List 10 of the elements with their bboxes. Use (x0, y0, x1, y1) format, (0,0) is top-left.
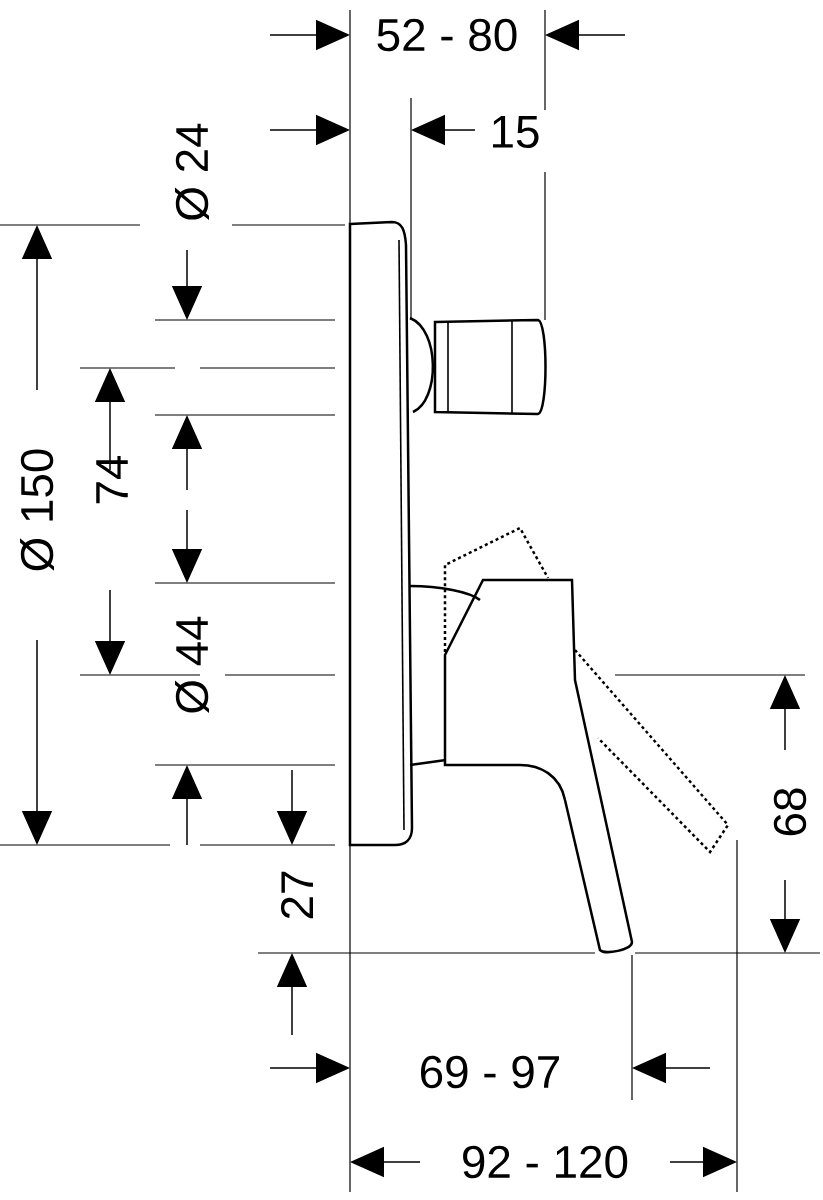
dimension-label: 27 (281, 871, 313, 919)
dimension-label: 69 - 97 (421, 1055, 559, 1089)
dimension-label: 92 - 120 (463, 1145, 628, 1179)
dimension-label: Ø 150 (20, 449, 54, 571)
dimension-label: Ø 44 (175, 616, 209, 714)
dimension-label: 68 (773, 788, 807, 836)
dimension-label: 74 (96, 455, 128, 504)
dimension-label: 15 (493, 116, 539, 148)
dimension-label: 52 - 80 (377, 18, 517, 52)
dimension-label: Ø 24 (175, 123, 209, 221)
